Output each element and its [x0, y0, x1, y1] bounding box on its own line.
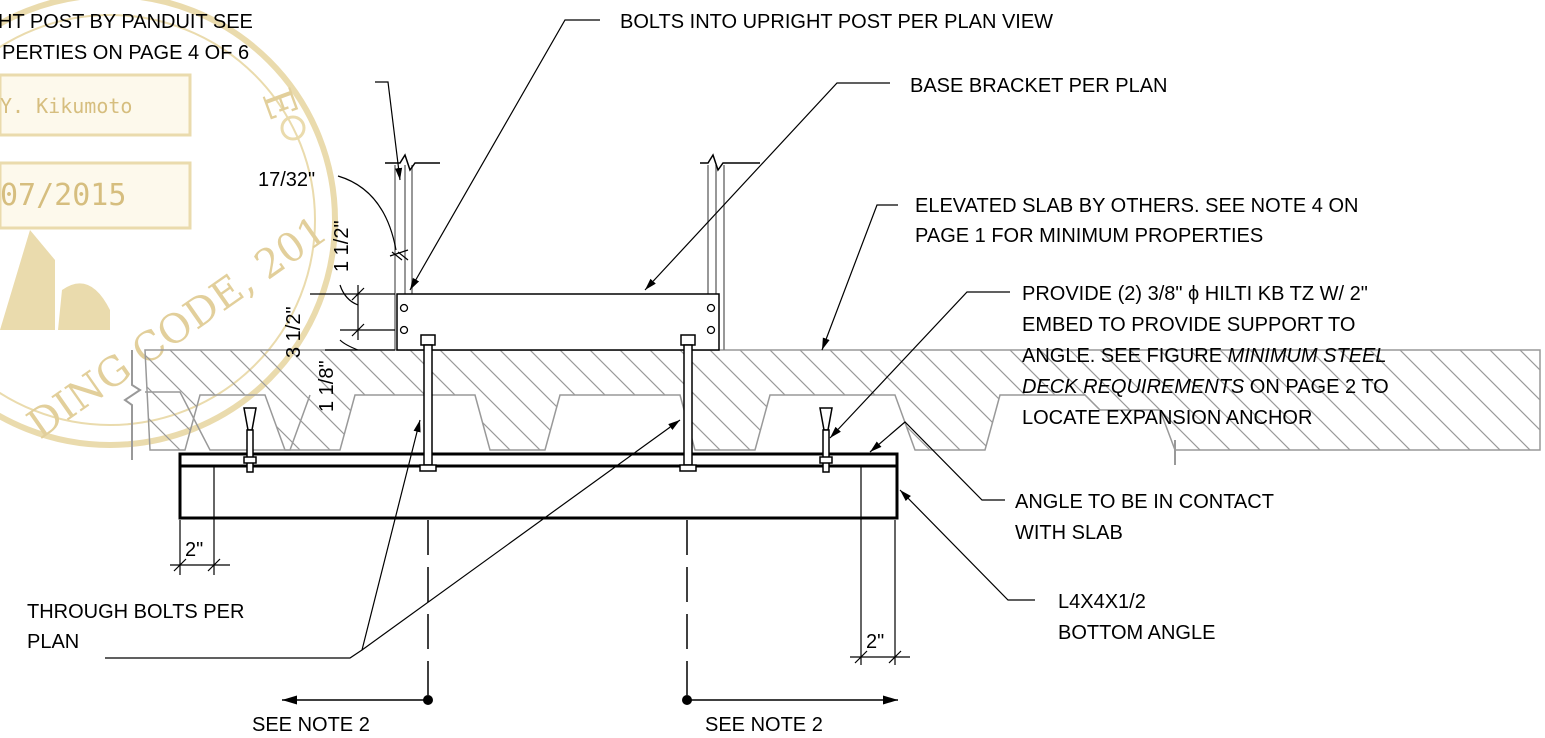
note-upright-post-line1: HT POST BY PANDUIT SEE — [0, 11, 253, 33]
note-bolts-into-post: BOLTS INTO UPRIGHT POST PER PLAN VIEW — [620, 11, 1053, 33]
base-bracket — [396, 293, 720, 351]
note-angle-contact-line1: ANGLE TO BE IN CONTACT — [1015, 491, 1274, 513]
through-bolt-right — [679, 334, 697, 472]
leader-lines — [105, 19, 1035, 659]
expansion-anchor-right — [819, 407, 833, 473]
note-base-bracket: BASE BRACKET PER PLAN — [910, 75, 1168, 97]
dim-17-32: 17/32" — [258, 169, 315, 191]
note-upright-post-line2: PERTIES ON PAGE 4 OF 6 — [2, 42, 249, 64]
note-bottom-angle-line2: BOTTOM ANGLE — [1058, 622, 1215, 644]
expansion-anchor-left — [243, 407, 257, 473]
through-bolt-left — [419, 334, 437, 472]
note-provide-line2: EMBED TO PROVIDE SUPPORT TO — [1022, 314, 1355, 336]
note-provide-line1: PROVIDE (2) 3/8" ϕ HILTI KB TZ W/ 2" — [1022, 283, 1368, 305]
stamp-date-box — [0, 161, 192, 230]
stamp-date: 07/2015 — [0, 178, 126, 213]
note-elevated-slab-line2: PAGE 1 FOR MINIMUM PROPERTIES — [915, 225, 1263, 247]
note-provide-line3: ANGLE. SEE FIGURE MINIMUM STEEL — [1022, 345, 1387, 367]
note-bottom-angle-line1: L4X4X1/2 — [1058, 591, 1146, 613]
note-see-note-left: SEE NOTE 2 — [252, 714, 370, 736]
note-angle-contact-line2: WITH SLAB — [1015, 522, 1123, 544]
dimension-lines — [170, 175, 910, 665]
note-see-note-right: SEE NOTE 2 — [705, 714, 823, 736]
stamp-name-box — [0, 73, 192, 137]
note-elevated-slab-line1: ELEVATED SLAB BY OTHERS. SEE NOTE 4 ON — [915, 195, 1358, 217]
dim-3-half: 3 1/2" — [283, 306, 305, 358]
dim-2-left: 2" — [185, 539, 203, 561]
dim-1-1-8: 1 1/8" — [316, 360, 338, 412]
elevated-slab — [123, 349, 1541, 465]
bolt-centerlines — [427, 520, 688, 695]
dim-1-half-top: 1 1/2" — [331, 220, 353, 272]
note-through-bolts-line1: THROUGH BOLTS PER — [27, 601, 244, 623]
seal-building-icon — [0, 230, 110, 330]
bottom-angle — [178, 452, 899, 520]
note-provide-line5: LOCATE EXPANSION ANCHOR — [1022, 407, 1312, 429]
stamp-name: Y. Kikumoto — [0, 94, 132, 118]
note-provide-line4: DECK REQUIREMENTS ON PAGE 2 TO — [1022, 376, 1389, 398]
note-through-bolts-line2: PLAN — [27, 631, 79, 653]
dim-2-right: 2" — [866, 631, 884, 653]
